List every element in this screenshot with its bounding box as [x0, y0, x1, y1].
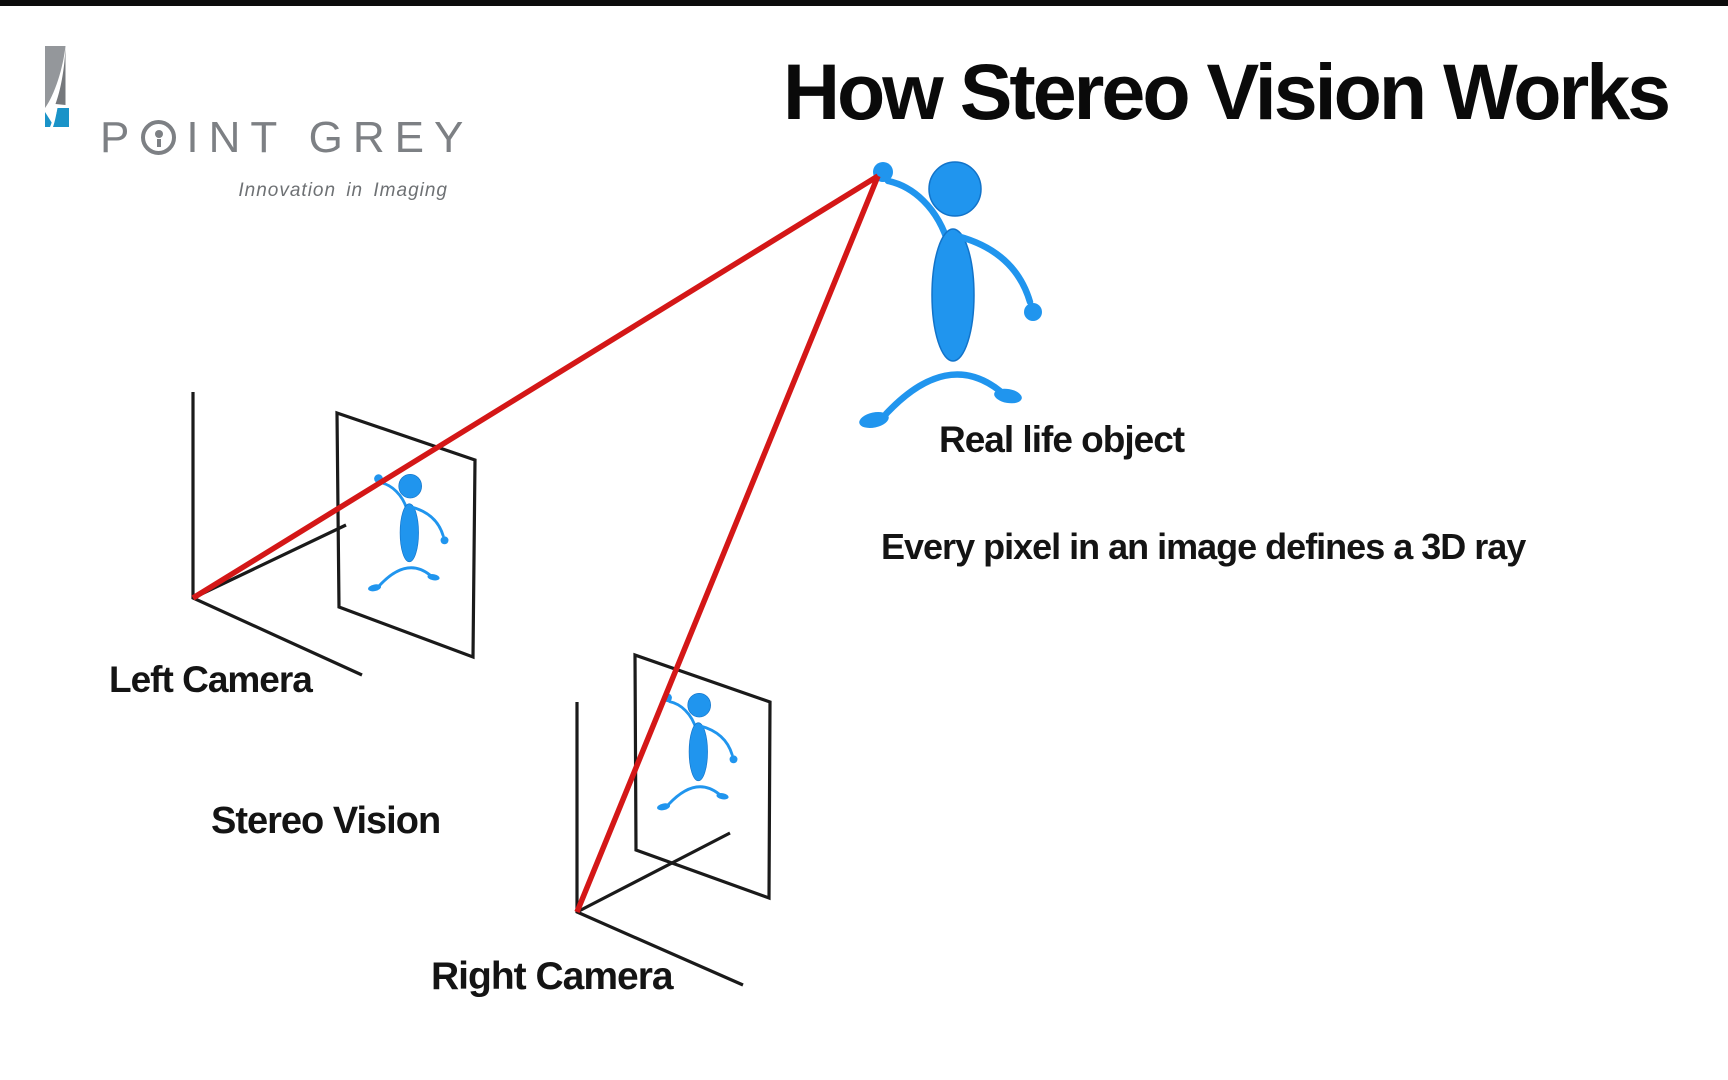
right-camera-optical-axis	[576, 831, 731, 914]
logo-letter-o-icon	[141, 120, 177, 155]
ray-right-camera	[574, 174, 881, 914]
ray-left-camera	[191, 173, 880, 601]
right-camera-label: Right Camera	[431, 955, 674, 998]
logo-wordmark-pre-o: P	[100, 113, 140, 162]
left-camera-label: Left Camera	[109, 659, 313, 700]
point-grey-sail-logo-icon	[42, 44, 72, 130]
logo-tagline: Innovation in Imaging	[238, 180, 448, 201]
logo-wordmark-post-o: INT GREY	[186, 113, 474, 162]
every-pixel-caption: Every pixel in an image defines a 3D ray	[881, 526, 1526, 567]
page-title: How Stereo Vision Works	[783, 47, 1671, 136]
stereo-vision-label: Stereo Vision	[211, 800, 441, 842]
logo-wordmark: P INT GREY	[100, 116, 473, 160]
top-border	[0, 0, 1728, 6]
left-camera-optical-axis	[192, 523, 347, 600]
real-object-figure	[858, 162, 1042, 430]
real-life-object-label: Real life object	[939, 419, 1185, 460]
